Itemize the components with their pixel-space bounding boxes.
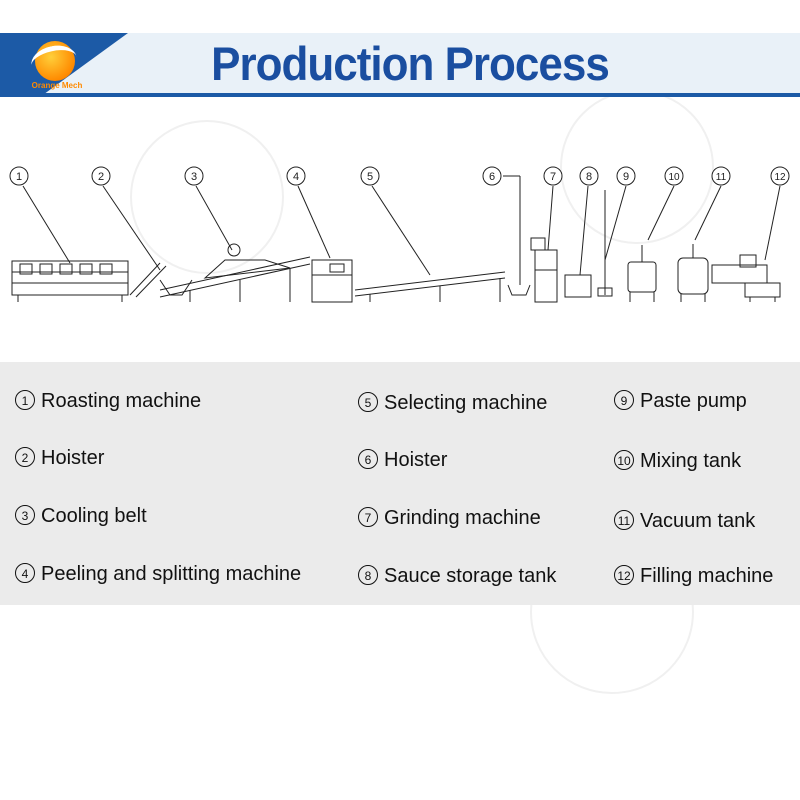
callout-4: 4 (286, 166, 306, 186)
svg-text:3: 3 (191, 171, 197, 183)
svg-text:9: 9 (623, 171, 629, 183)
logo-text: Orange Mech (31, 81, 83, 90)
legend-label: Grinding machine (384, 507, 541, 529)
legend-label: Sauce storage tank (384, 565, 557, 587)
header-accent (0, 33, 40, 97)
legend-label: Hoister (41, 447, 105, 469)
svg-text:12: 12 (774, 172, 786, 183)
svg-text:7: 7 (550, 171, 556, 183)
legend-label: Filling machine (640, 565, 774, 587)
header-underline (0, 93, 800, 97)
svg-text:8: 8 (586, 171, 592, 183)
legend-label: Paste pump (640, 390, 747, 412)
production-line-diagram: 1 2 3 4 5 6 7 8 9 10 11 12 (9, 166, 790, 303)
svg-text:4: 4 (293, 171, 299, 183)
svg-text:6: 6 (489, 171, 495, 183)
callout-7: 7 (543, 166, 563, 186)
svg-text:11: 11 (716, 172, 727, 183)
callout-10: 10 (664, 166, 684, 186)
legend-label: Vacuum tank (640, 510, 756, 532)
legend-label: Peeling and splitting machine (41, 563, 302, 585)
callout-8: 8 (579, 166, 599, 186)
legend-label: Cooling belt (41, 505, 147, 527)
callout-2: 2 (91, 166, 111, 186)
logo-sun-icon (35, 41, 75, 81)
page-title: Production Process (211, 38, 610, 91)
legend-label: Mixing tank (640, 450, 742, 472)
watermark-ring-left (130, 120, 284, 274)
legend-label: Selecting machine (384, 392, 548, 414)
callout-11: 11 (711, 166, 731, 186)
callout-5: 5 (360, 166, 380, 186)
callout-9: 9 (616, 166, 636, 186)
svg-text:10: 10 (668, 172, 680, 183)
svg-text:1: 1 (16, 171, 22, 183)
callout-1: 1 (9, 166, 29, 186)
callout-12: 12 (770, 166, 790, 186)
legend-label: Roasting machine (41, 390, 202, 412)
callout-3: 3 (184, 166, 204, 186)
brand-logo: Orange Mech (22, 38, 92, 92)
callout-6: 6 (482, 166, 502, 186)
svg-text:2: 2 (98, 171, 104, 183)
logo-swirl-icon (28, 41, 80, 82)
svg-text:5: 5 (367, 171, 373, 183)
legend-label: Hoister (384, 449, 448, 471)
